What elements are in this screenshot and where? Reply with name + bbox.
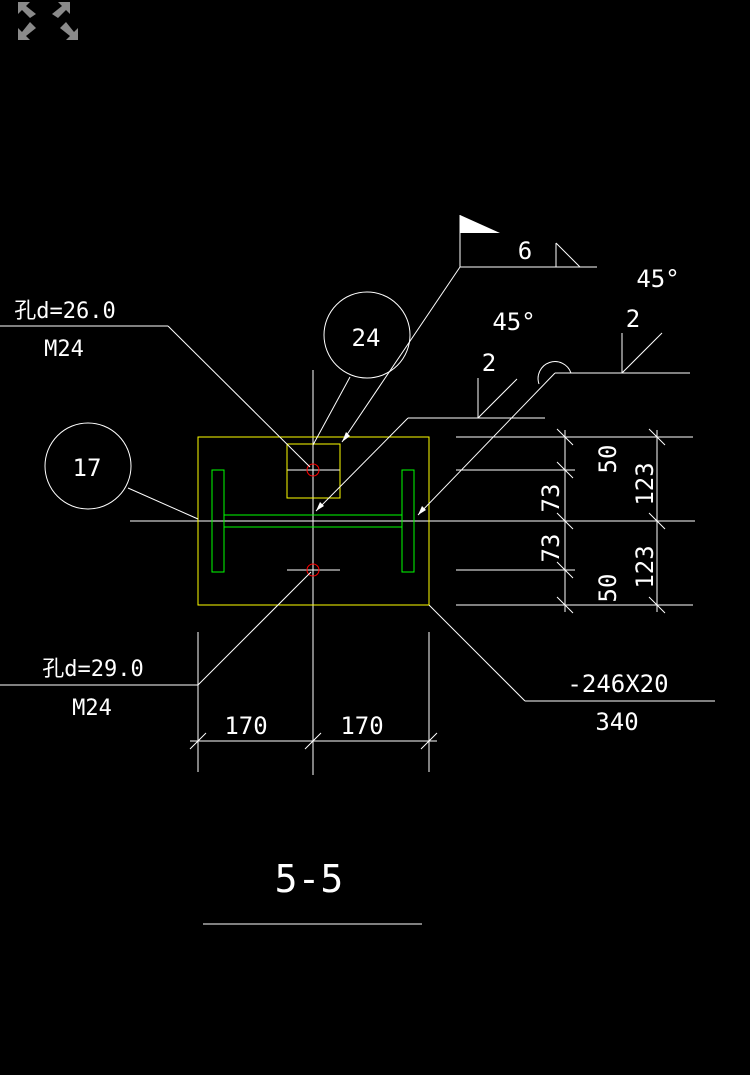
hole-bottom-label: 孔d=29.0 — [42, 657, 143, 682]
dim-v-123-bottom: 123 — [631, 545, 659, 588]
bolt-hole-bottom — [306, 563, 320, 577]
weld-size-label: 6 — [518, 237, 532, 265]
bolt-hole-top — [306, 463, 320, 477]
weld-flag-icon — [460, 215, 500, 233]
horizontal-dimensions — [189, 632, 438, 772]
section-title: 5-5 — [275, 857, 344, 901]
dim-v-73-top: 73 — [537, 484, 565, 513]
leader-lines — [0, 215, 715, 702]
hole-top-bolt: M24 — [44, 337, 84, 362]
plate-length-label: 340 — [595, 708, 638, 736]
weld-depth-1-label: 2 — [482, 349, 496, 377]
dim-v-50-bottom: 50 — [594, 574, 622, 603]
hole-top-label: 孔d=26.0 — [14, 299, 115, 324]
plate-size-label: -246X20 — [567, 670, 668, 698]
balloon-24-label: 24 — [352, 324, 381, 352]
base-plate — [197, 436, 430, 606]
h-section-column — [211, 469, 415, 573]
dim-v-123-top: 123 — [631, 462, 659, 505]
balloon-24 — [323, 291, 411, 379]
balloon-17 — [44, 422, 132, 510]
weld-angle-2-label: 45° — [636, 265, 679, 293]
weld-angle-1-label: 45° — [492, 308, 535, 336]
leader-arrows — [316, 432, 426, 515]
dim-v-50-top: 50 — [594, 445, 622, 474]
expand-arrows-icon[interactable] — [18, 2, 78, 40]
hole-bottom-bolt: M24 — [72, 696, 112, 721]
balloon-17-label: 17 — [73, 454, 102, 482]
dim-v-73-bottom: 73 — [537, 534, 565, 563]
dim-bottom-left: 170 — [224, 712, 267, 740]
dim-bottom-right: 170 — [340, 712, 383, 740]
weld-depth-2-label: 2 — [626, 305, 640, 333]
vertical-dimensions — [456, 428, 693, 614]
